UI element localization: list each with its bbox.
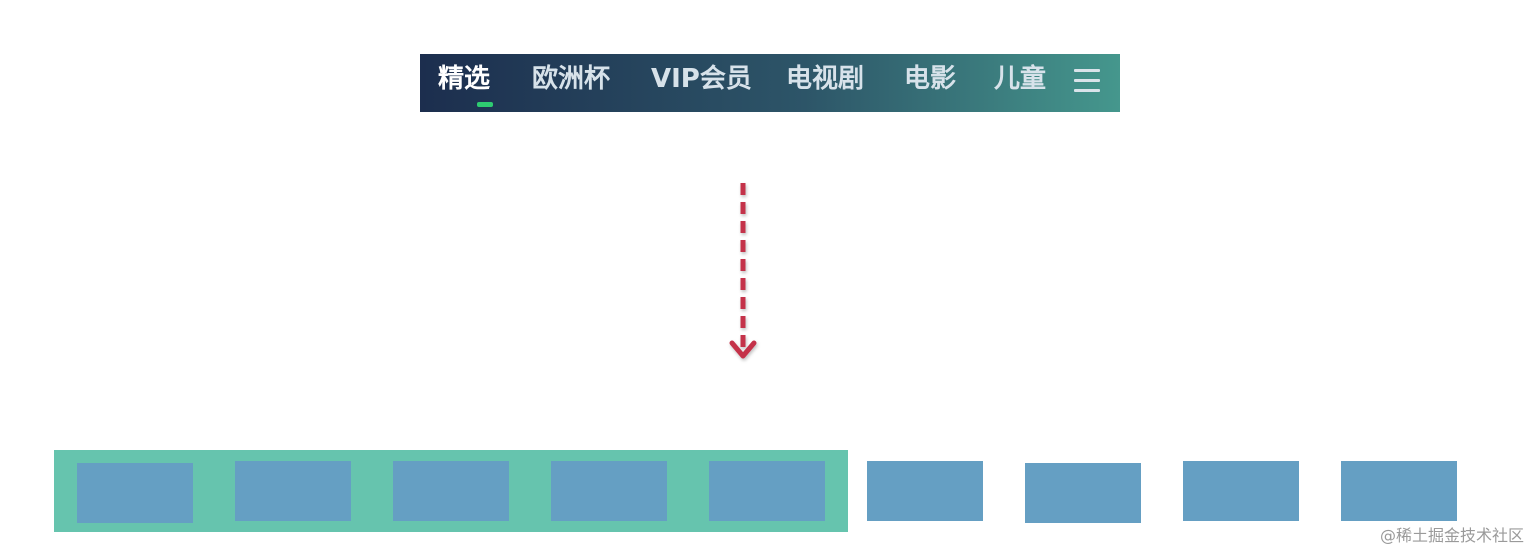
arrow-down-icon (729, 183, 757, 359)
tab-kids[interactable]: 儿童 (994, 54, 1046, 112)
block-item (1025, 463, 1141, 523)
menu-icon[interactable] (1074, 69, 1100, 93)
tab-label: VIP会员 (651, 64, 752, 94)
tab-label: 电视剧 (786, 64, 865, 94)
block-item (393, 461, 509, 521)
tab-label: 电影 (904, 64, 957, 94)
block-item (77, 463, 193, 523)
tab-label: 儿童 (994, 64, 1047, 94)
block-item (1341, 461, 1457, 521)
blurred-caption (180, 230, 480, 256)
tab-bar: 精选 欧洲杯 VIP会员 电视剧 电影 儿童 (420, 54, 1120, 112)
block-item (709, 461, 825, 521)
watermark: @稀土掘金技术社区 (1379, 526, 1524, 545)
tab-euro-cup[interactable]: 欧洲杯 (532, 54, 610, 112)
tab-vip[interactable]: VIP会员 (651, 54, 752, 112)
block-item (867, 461, 983, 521)
block-item (1183, 461, 1299, 521)
tab-label: 欧洲杯 (532, 64, 611, 94)
active-tab-indicator (477, 102, 493, 107)
tab-movies[interactable]: 电影 (904, 54, 956, 112)
block-item (551, 461, 667, 521)
tab-featured[interactable]: 精选 (438, 54, 493, 112)
block-item (235, 461, 351, 521)
tab-label: 精选 (438, 64, 491, 94)
tab-tv-series[interactable]: 电视剧 (786, 54, 864, 112)
